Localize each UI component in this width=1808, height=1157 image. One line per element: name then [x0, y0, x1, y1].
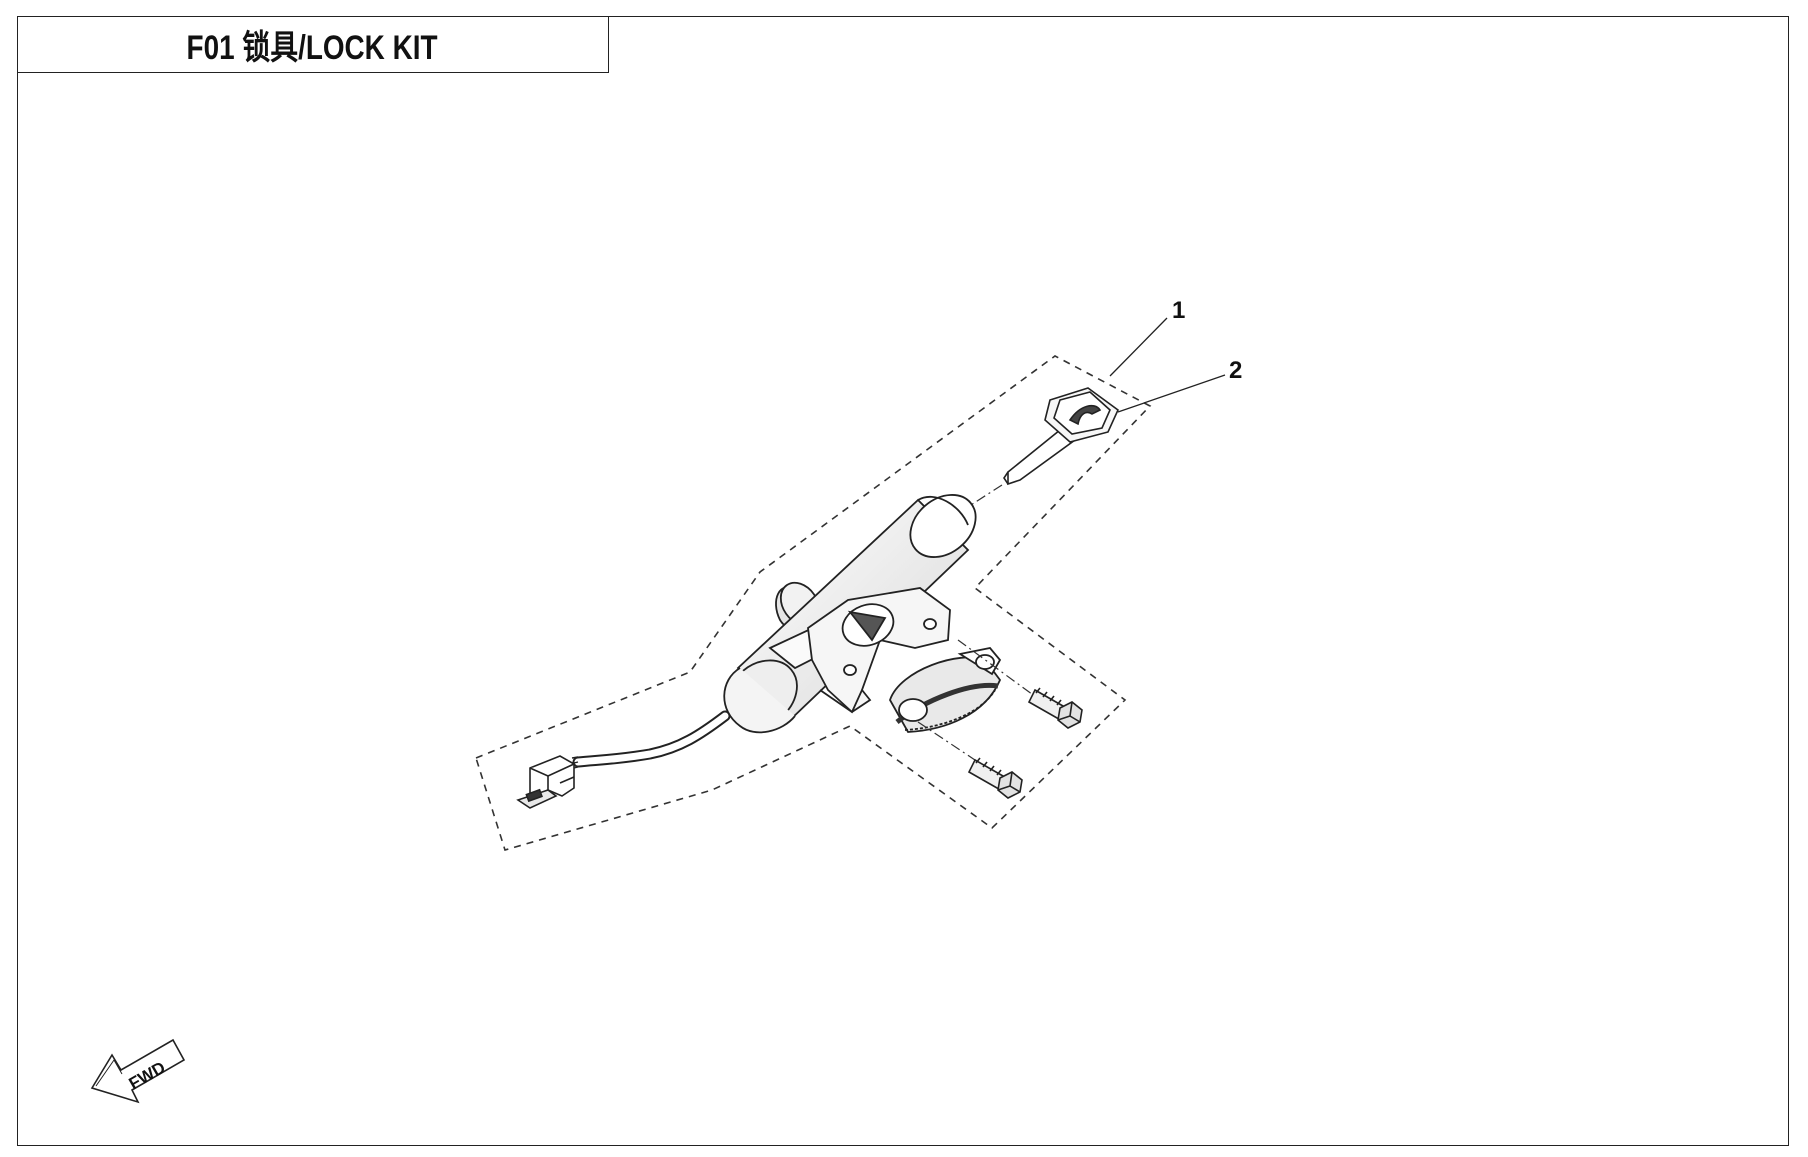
- fwd-arrow-icon: FWD: [90, 1038, 186, 1104]
- ignition-key: [1003, 387, 1119, 486]
- callout-1: 1: [1172, 297, 1185, 324]
- title-block: F01 锁具/LOCK KIT: [17, 16, 609, 73]
- leader-line-1: [1109, 317, 1168, 377]
- leader-line-2: [1117, 374, 1226, 413]
- connector-plug: [516, 755, 575, 809]
- drawing-frame: [17, 16, 1789, 1146]
- callout-2: 2: [1229, 357, 1242, 384]
- bolt-upper: [1027, 687, 1083, 729]
- handlebar-clamp-upper: [807, 587, 951, 714]
- handlebar-clamp-lower: [889, 647, 1002, 733]
- kit-group-outline: [475, 355, 1152, 851]
- wire-harness: [569, 710, 731, 770]
- bolt-lower: [967, 757, 1023, 799]
- bolt-centerline-upper: [957, 639, 1041, 701]
- bolt-centerline-lower: [917, 721, 991, 771]
- page-title: F01 锁具/LOCK KIT: [187, 28, 438, 67]
